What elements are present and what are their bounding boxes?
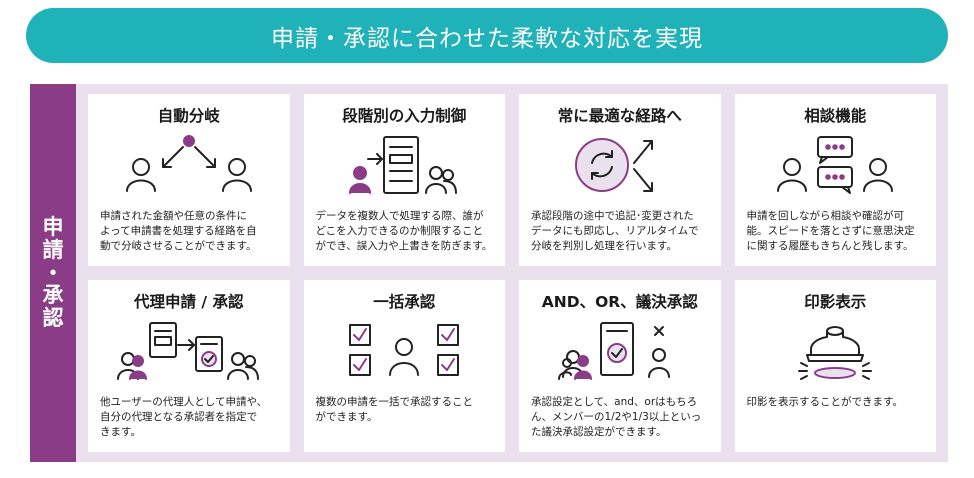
card-description: 申請を回しながら相談や確認が可 能。スピードを落とさずに意思決定 に関する履歴も… [746, 210, 915, 252]
proxy-approval-icon [100, 317, 278, 385]
card-title: 一括承認 [373, 293, 436, 311]
banner-title: 申請・承認に合わせた柔軟な対応を実現 [271, 25, 703, 52]
bulk-approval-icon [316, 317, 494, 385]
auto-branch-icon [100, 131, 278, 199]
category-char: 承 [42, 283, 64, 308]
feature-card-optimal-route: 常に最適な経路へ 承認段階の途中で追記･変更された データにも即応し、リアルタイ… [519, 94, 721, 266]
feature-card-proxy-approval: 代理申請 / 承認 他ユーザーの代理人として申請や、 自分の [88, 280, 290, 452]
category-char: ・ [42, 260, 64, 285]
feature-card-bulk-approval: 一括承認 複数の申請を一括で承認すること ができます。 [303, 280, 505, 452]
vote-approval-icon [531, 317, 709, 385]
seal-stamp-icon [747, 317, 925, 385]
input-control-icon [316, 131, 494, 199]
card-title: 印影表示 [804, 293, 867, 311]
feature-card-seal-stamp: 印影表示 印影を表示することができます。 [734, 280, 936, 452]
card-description: 申請された金額や任意の条件に よって申請書を処理する経路を自 動で分岐させること… [100, 210, 257, 252]
optimal-route-icon [531, 131, 709, 199]
feature-card-input-control: 段階別の入力制御 データを複数人で処理する際、誰が どこを入力できるのか制限する… [303, 94, 505, 266]
feature-grid: 自動分岐 申請された金額や任意の条件に よって申請書を処理する経路を自 動で分岐… [88, 94, 936, 452]
card-title: 代理申請 / 承認 [134, 293, 244, 311]
card-description: 他ユーザーの代理人として申請や、 自分の代理となる承認者を指定で きます。 [100, 396, 268, 438]
feature-card-consultation: 相談機能 申請を回しながら相談や確認が可 能。スピードを落と [734, 94, 936, 266]
category-label: 申 請 ・ 承 認 [30, 84, 76, 462]
feature-card-auto-branch: 自動分岐 申請された金額や任意の条件に よって申請書を処理する経路を自 動で分岐… [88, 94, 290, 266]
card-title: 自動分岐 [157, 107, 220, 125]
card-title: 常に最適な経路へ [557, 107, 682, 125]
card-title: AND、OR、議決承認 [541, 293, 698, 311]
category-char: 請 [42, 237, 64, 262]
card-description: 印影を表示することができます。 [746, 396, 903, 408]
card-title: 段階別の入力制御 [342, 107, 467, 125]
card-title: 相談機能 [804, 107, 867, 125]
card-description: 承認段階の途中で追記･変更された データにも即応し、リアルタイムで 分岐を判別し… [531, 210, 699, 252]
category-char: 申 [42, 215, 64, 240]
card-description: 複数の申請を一括で承認すること ができます。 [315, 396, 474, 423]
card-description: データを複数人で処理する際、誰が どこを入力できるのか制限すること ができ、誤入… [315, 210, 493, 252]
header-banner: 申請・承認に合わせた柔軟な対応を実現 [26, 8, 948, 63]
feature-card-vote-approval: AND、OR、議決承認 承認設定として、and、orはもちろ ん、メンバーの1/… [519, 280, 721, 452]
category-char: 認 [42, 306, 64, 330]
consultation-icon [747, 131, 925, 199]
card-description: 承認設定として、and、orはもちろ ん、メンバーの1/2や1/3以上といっ た… [531, 396, 702, 438]
feature-panel: 申 請 ・ 承 認 自動分岐 申請された金額や任意の条件に よって申請書を処理す… [30, 84, 948, 462]
